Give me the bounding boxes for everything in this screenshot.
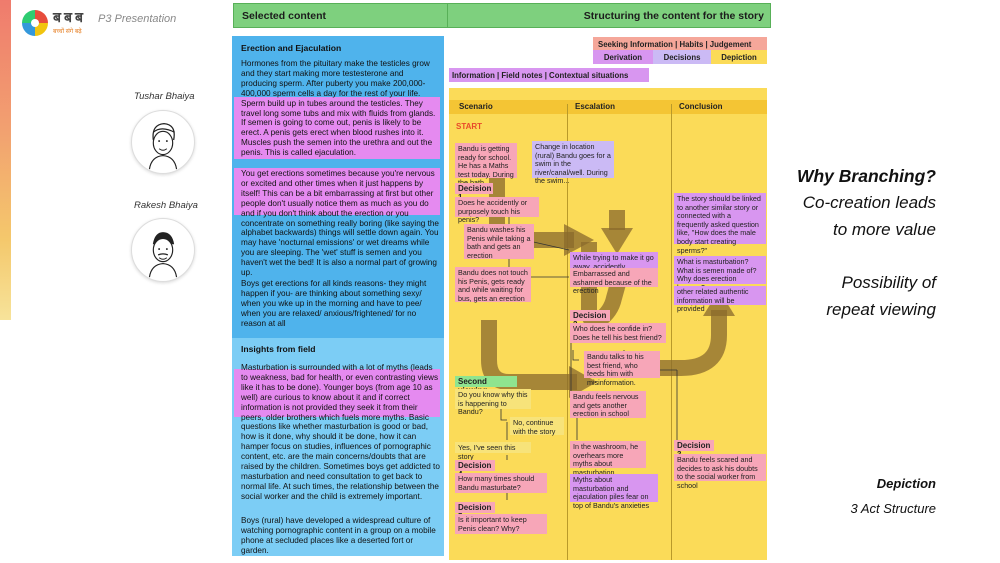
story-note: Bandu feels nervous and gets another ere… xyxy=(570,391,646,418)
second-viewing-label: Second viewing xyxy=(455,376,517,394)
avatar-rakesh xyxy=(131,218,195,282)
decision-2-label: Decision 2 xyxy=(570,310,610,328)
column-divider xyxy=(567,104,568,560)
deck-title: P3 Presentation xyxy=(98,13,177,25)
cocreation-line-2: to more value xyxy=(833,220,936,239)
decision-4-label: Decision 4 xyxy=(455,460,495,478)
column-conclusion: Conclusion xyxy=(679,102,723,111)
conclusion-note: other related authentic information will… xyxy=(674,286,766,313)
column-escalation: Escalation xyxy=(575,102,616,111)
story-note: Bandu talks to his best friend, who feed… xyxy=(584,351,660,387)
text-highlight xyxy=(234,369,440,417)
tag-information: Information | Field notes | Contextual s… xyxy=(449,68,649,82)
brand-logo-icon xyxy=(22,10,48,36)
person-sketch-icon xyxy=(148,122,178,170)
selected-content-bar: Selected content xyxy=(233,3,448,28)
paragraph: Boys get erections for all kinds reasons… xyxy=(241,279,427,328)
decision-5-question: Is it important to keep Penis clean? Why… xyxy=(455,514,547,534)
tag-decisions: Decisions xyxy=(653,50,711,64)
decision-3-label: Decision 3 xyxy=(674,440,714,458)
text-highlight xyxy=(234,97,440,159)
structuring-content-bar: Structuring the content for the story xyxy=(447,3,771,28)
text-highlight xyxy=(234,168,440,215)
story-note: Bandu does not touch his Penis, gets rea… xyxy=(455,267,531,303)
cocreation-line-1: Co-creation leads xyxy=(802,193,936,212)
three-act-structure: 3 Act Structure xyxy=(850,501,937,516)
story-note: Bandu is getting ready for school. He ha… xyxy=(455,143,517,187)
decision-1-question: Does he accidently or purposely touch hi… xyxy=(455,197,539,224)
tag-derivation: Derivation xyxy=(593,50,653,64)
board-header: Scenario Escalation Conclusion xyxy=(449,100,767,114)
conclusion-note: The story should be linked to another si… xyxy=(674,193,766,254)
option-no[interactable]: No, continue with the story xyxy=(510,417,564,435)
depiction-label: Depiction xyxy=(876,476,936,491)
paragraph: You get erections sometimes because you'… xyxy=(241,169,439,278)
story-note: In the washroom, he overhears more myths… xyxy=(570,441,646,477)
brand-tagline: बच्चों संगे बढ़े xyxy=(53,29,82,35)
person-name-rakesh: Rakesh Bhaiya xyxy=(134,200,198,211)
color-strip xyxy=(0,0,11,320)
paragraph: Masturbation is surrounded with a lot of… xyxy=(241,363,440,501)
story-note: Change in location (rural) Bandu goes fo… xyxy=(532,141,614,185)
decision-4-question: How many times should Bandu masturbate? xyxy=(455,473,547,493)
heading-insights-field: Insights from field xyxy=(241,344,316,354)
column-scenario: Scenario xyxy=(459,102,493,111)
why-branching-title: Why Branching? xyxy=(796,166,936,186)
decision-5-label: Decision 5 xyxy=(455,502,495,520)
avatar-tushar xyxy=(131,110,195,174)
second-viewing-question: Do you know why this is happening to Ban… xyxy=(455,389,531,416)
person-name-tushar: Tushar Bhaiya xyxy=(134,91,195,102)
conclusion-note: What is masturbation? What is semen made… xyxy=(674,256,766,292)
story-note: Bandu washes his Penis while taking a ba… xyxy=(464,224,534,260)
tag-depiction: Depiction xyxy=(711,50,767,64)
story-note: Embarrassed and ashamed because of the e… xyxy=(570,268,658,295)
paragraph: Boys (rural) have developed a widespread… xyxy=(241,516,436,555)
decision-2-question: Who does he confide in? Does he tell his… xyxy=(570,323,666,343)
story-note: Myths about masturbation and ejaculation… xyxy=(570,474,658,510)
possibility-line-2: repeat viewing xyxy=(826,300,936,319)
person-sketch-icon xyxy=(148,232,178,278)
brand-name: बबब xyxy=(53,10,86,26)
heading-erection-ejaculation: Erection and Ejaculation xyxy=(241,43,342,53)
conclusion-note: Bandu feels scared and decides to ask hi… xyxy=(674,454,766,490)
possibility-line-1: Possibility of xyxy=(841,273,936,292)
start-label: START xyxy=(456,122,483,131)
tag-seeking-information: Seeking Information | Habits | Judgement xyxy=(593,37,767,51)
decision-1-label: Decision 1 xyxy=(455,183,493,201)
column-divider xyxy=(671,104,672,560)
paragraph: Hormones from the pituitary make the tes… xyxy=(241,59,436,158)
option-yes[interactable]: Yes, I've seen this story xyxy=(455,442,531,460)
